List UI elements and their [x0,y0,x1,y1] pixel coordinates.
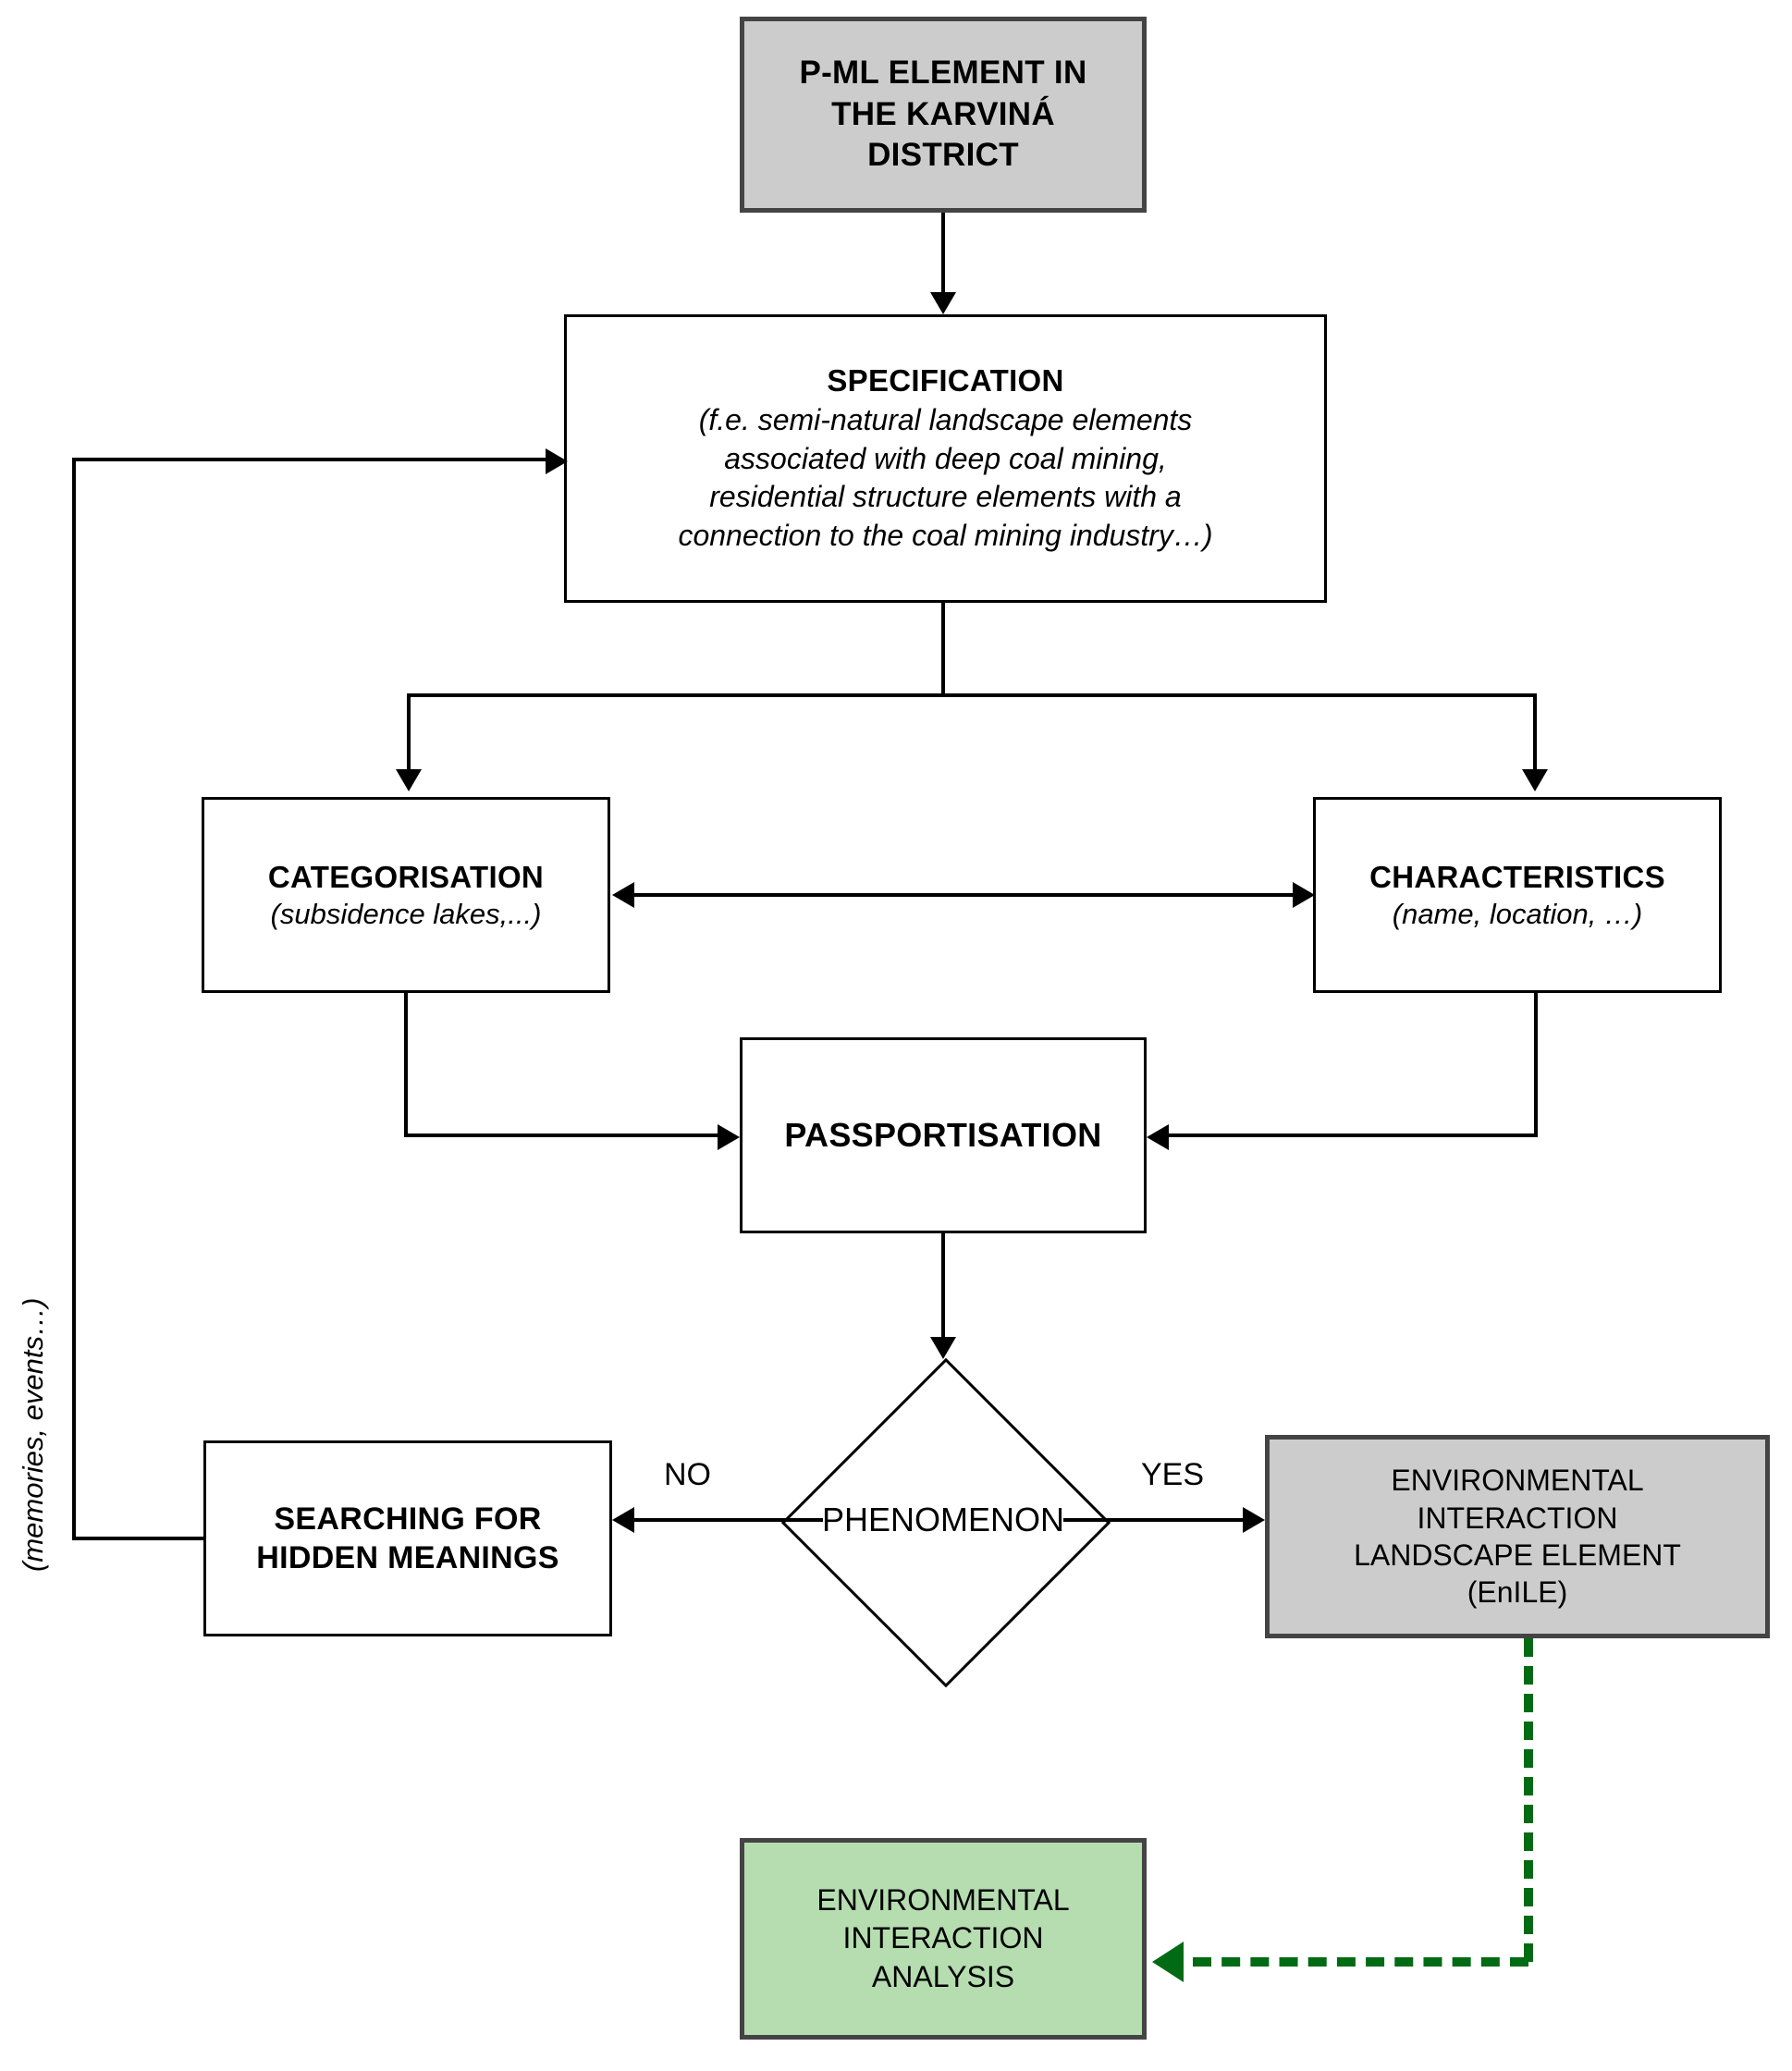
node-categorisation-title: CATEGORISATION [267,859,545,894]
arrowhead-characteristics-to-passportisation [1147,1124,1169,1150]
node-specification-sub-line2: associated with deep coal mining, [724,441,1167,475]
node-environmental-interaction-analysis[interactable]: ENVIRONMENTAL INTERACTION ANALYSIS [740,1838,1147,2040]
arrowhead-to-categorisation [396,769,422,791]
edge-specification-down [941,603,945,695]
arrowhead-to-characteristics [1522,769,1548,791]
node-specification-title: SPECIFICATION [827,363,1064,398]
node-analysis-line1: ENVIRONMENTAL [816,1882,1070,1917]
edge-categorisation-characteristics [629,893,1295,897]
arrowhead-decision-no [612,1507,634,1533]
arrowhead-to-characteristics-side [1293,882,1315,908]
node-decision-phenomenon[interactable]: PHENOMENON [780,1357,1111,1688]
node-enile-line4: (EnILE) [1467,1575,1568,1610]
node-analysis-line2: INTERACTION [842,1921,1044,1955]
edge-decision-yes [1063,1518,1248,1522]
arrowhead-categorisation-to-passportisation [718,1124,740,1150]
arrowhead-passportisation-to-decision [930,1337,956,1359]
node-pml-line2: THE KARVINÁ [831,95,1055,132]
node-passportisation[interactable]: PASSPORTISATION [740,1037,1147,1233]
edge-characteristics-to-passportisation [1163,1134,1536,1137]
edge-label-no: NO [664,1457,711,1492]
arrowhead-enile-to-analysis [1152,1942,1184,1982]
edge-feedback-vertical [72,458,76,1540]
node-categorisation-sub: (subsidence lakes,...) [270,898,542,931]
node-decision-label: PHENOMENON [821,1501,1065,1538]
node-specification-sub-line3: residential structure elements with a [709,480,1182,514]
edge-pml-to-specification [941,213,945,298]
edge-decision-no [629,1518,823,1522]
node-pml-line1: P-ML ELEMENT IN [799,54,1087,91]
edge-label-yes: YES [1141,1457,1205,1492]
edge-split-bus [407,693,1537,697]
edge-enile-to-analysis-horizontal [1193,1957,1528,1967]
node-characteristics[interactable]: CHARACTERISTICS (name, location, …) [1313,797,1722,993]
node-characteristics-sub: (name, location, …) [1392,898,1643,931]
edge-categorisation-down [404,993,408,1137]
edge-label-feedback: (memories, events…) [17,1297,49,1572]
edge-feedback-top [72,458,553,461]
node-enile-line2: INTERACTION [1417,1501,1618,1535]
node-enile-line1: ENVIRONMENTAL [1391,1464,1644,1498]
edge-feedback-bottom [72,1537,205,1540]
node-pml-line3: DISTRICT [867,137,1019,174]
node-enile[interactable]: ENVIRONMENTAL INTERACTION LANDSCAPE ELEM… [1265,1435,1770,1638]
edge-bus-to-categorisation [407,693,411,773]
edge-enile-to-analysis-vertical [1524,1638,1533,1962]
arrowhead-pml-to-specification [930,292,956,314]
node-enile-line3: LANDSCAPE ELEMENT [1354,1538,1681,1572]
arrowhead-decision-yes [1243,1507,1265,1533]
edge-passportisation-to-decision [941,1233,945,1344]
edge-characteristics-down [1534,993,1538,1137]
arrowhead-feedback-to-specification [546,448,568,474]
node-characteristics-title: CHARACTERISTICS [1369,859,1665,894]
node-specification[interactable]: SPECIFICATION (f.e. semi-natural landsca… [564,314,1327,603]
node-searching-line2: HIDDEN MEANINGS [256,1540,559,1575]
node-pml-element[interactable]: P-ML ELEMENT IN THE KARVINÁ DISTRICT [740,17,1147,213]
edge-bus-to-characteristics [1533,693,1537,773]
node-specification-sub-line1: (f.e. semi-natural landscape elements [698,403,1193,437]
arrowhead-to-categorisation-side [612,882,634,908]
node-specification-sub-line4: connection to the coal mining industry…) [678,519,1213,553]
node-searching-line1: SEARCHING FOR [274,1501,542,1537]
node-categorisation[interactable]: CATEGORISATION (subsidence lakes,...) [202,797,610,993]
edge-categorisation-to-passportisation [404,1134,723,1137]
node-passportisation-title: PASSPORTISATION [784,1116,1102,1154]
node-analysis-line3: ANALYSIS [871,1959,1015,1993]
node-searching-hidden-meanings[interactable]: SEARCHING FOR HIDDEN MEANINGS [203,1440,612,1636]
